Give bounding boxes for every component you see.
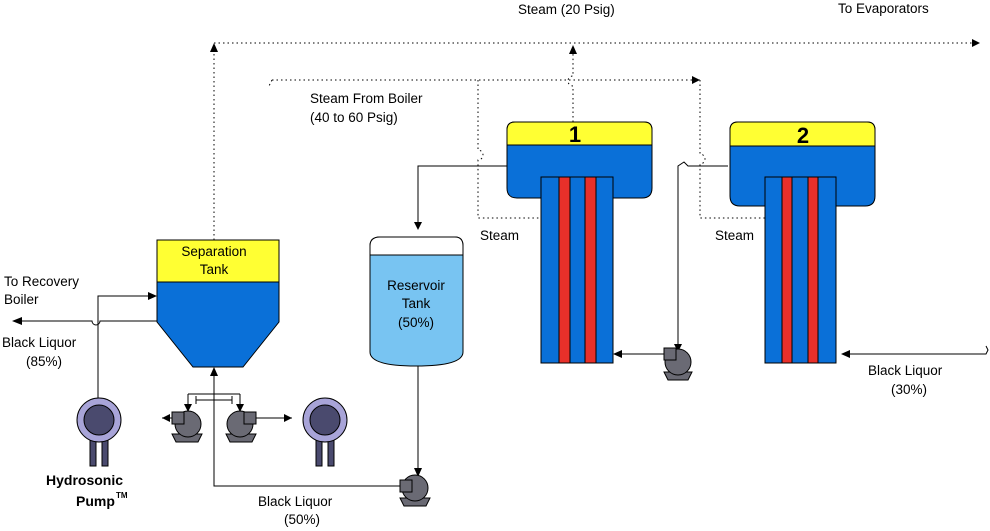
reservoir-tank-label-1: Reservoir (387, 278, 445, 293)
separation-tank-body (156, 281, 280, 368)
steam-label-evap1: Steam (480, 228, 519, 243)
hydrosonic-pump-right (302, 397, 348, 467)
evaporator-1: 1 (506, 121, 653, 364)
evap1-vapor-arrowhead (569, 45, 577, 54)
bottom-return-pipe (213, 368, 400, 487)
liquor-pipes (12, 161, 989, 487)
bottom-pump-inlet-arrowhead (414, 468, 422, 477)
evap2-to-pump-pipe (677, 161, 728, 352)
pump-manifold-left (171, 410, 203, 443)
hydro-to-separation-pipe (97, 295, 156, 400)
to-evaporators-label: To Evaporators (838, 1, 929, 16)
evap2-tube-left (781, 176, 793, 364)
steam-20-psig-label: Steam (20 Psig) (518, 2, 615, 17)
black-liquor-50-label-2: (50%) (284, 512, 320, 527)
evap1-to-reservoir-pipe (417, 165, 508, 228)
black-liquor-85-label-1: Black Liquor (2, 335, 77, 350)
mid-pump-inlet-arrowhead (674, 344, 682, 352)
to-recovery-boiler-pipe (14, 320, 166, 326)
evap2-inlet-arrowhead (841, 350, 850, 358)
black-liquor-30-label-1: Black Liquor (868, 363, 943, 378)
black-liquor-30-feed-pipe (842, 345, 989, 355)
boiler-header-arrowhead (692, 76, 700, 84)
separation-inlet-arrowhead (210, 367, 218, 376)
separation-feed-arrowhead (148, 292, 157, 300)
evap2-tube-right (807, 176, 819, 364)
steam-from-boiler-label-2: (40 to 60 Psig) (310, 110, 398, 125)
pump-manifold-right (225, 410, 257, 443)
evap1-top (506, 121, 653, 146)
reservoir-inlet-arrowhead (414, 222, 422, 230)
evap1-inlet-arrowhead (613, 350, 622, 358)
to-recovery-boiler-label-2: Boiler (4, 292, 39, 307)
recovery-boiler-arrowhead (12, 317, 22, 325)
reservoir-tank-label-3: (50%) (398, 315, 434, 330)
to-recovery-boiler-label-1: To Recovery (4, 274, 79, 289)
steam-from-boiler-label-1: Steam From Boiler (310, 91, 423, 106)
hydro1-arrowhead (162, 414, 170, 422)
boiler-steam-start (267, 79, 273, 89)
evap2-top (729, 121, 876, 147)
black-liquor-85-label-2: (85%) (26, 354, 62, 369)
trademark-label: TM (116, 491, 128, 500)
steam-label-evap2: Steam (715, 228, 754, 243)
evap1-tube-body (540, 176, 614, 364)
reservoir-tank-top (369, 236, 464, 256)
evaporator-2: 2 (729, 121, 876, 364)
evap2-number: 2 (797, 123, 809, 148)
separation-tank-label-1: Separation (181, 244, 246, 259)
pump-label: Pump (76, 493, 115, 509)
evap1-vapor-line (567, 52, 574, 122)
separation-tank: Separation Tank (156, 239, 280, 368)
hydrosonic-pump-left (76, 397, 122, 467)
evap1-number: 1 (569, 122, 581, 147)
steam-header-arrowhead (972, 39, 980, 47)
evap2-tube-body (764, 176, 837, 364)
steam-lines (210, 39, 980, 240)
separation-tank-top (156, 239, 280, 283)
reservoir-tank-label-2: Tank (402, 296, 431, 311)
pump-below-reservoir (399, 474, 431, 507)
manifold-left-arrowhead (184, 404, 192, 412)
hydro2-arrowhead (284, 414, 292, 422)
evap1-tube-left (558, 176, 571, 364)
evap1-tube-right (584, 176, 597, 364)
separation-vapor-arrowhead (210, 43, 218, 52)
black-liquor-50-label-1: Black Liquor (258, 494, 333, 509)
pump-between-evaporators (663, 347, 693, 381)
manifold-inner-ticks (195, 396, 233, 404)
black-liquor-30-label-2: (30%) (891, 382, 927, 397)
hydrosonic-label: Hydrosonic (46, 472, 123, 488)
separation-tank-label-2: Tank (200, 262, 229, 277)
manifold-right-arrowhead (236, 404, 244, 412)
reservoir-tank: Reservoir Tank (50%) (369, 236, 464, 367)
